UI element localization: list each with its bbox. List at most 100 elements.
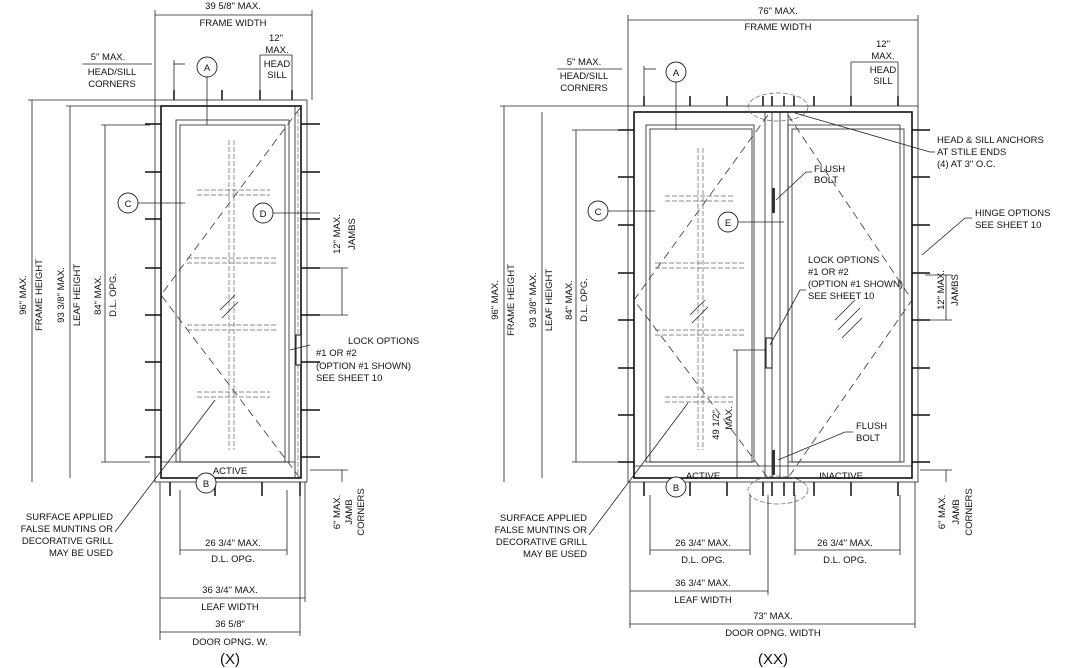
single-anchor-ticks: [145, 90, 320, 496]
dl-height-label: D.L. OPG.: [108, 273, 119, 317]
jamb-corner-label-2: CORNERS: [356, 488, 367, 536]
jamb-label: JAMBS: [347, 218, 358, 250]
frame-height-label: FRAME HEIGHT: [34, 259, 45, 331]
lock-note-4: SEE SHEET 10: [808, 291, 874, 302]
jamb-corner-dim: 6" MAX.: [937, 495, 948, 530]
head-label-1: HEAD: [264, 59, 291, 70]
lock-height-label: MAX.: [724, 406, 735, 429]
lock-hardware-icon: [765, 337, 773, 369]
frame-width-label: FRAME WIDTH: [744, 22, 811, 33]
caption-x: (X): [220, 651, 240, 668]
frame-width-dim: 76" MAX.: [758, 6, 798, 17]
double-anchor-ticks: [618, 96, 930, 496]
muntins-note-3: DECORATIVE GRILL: [22, 536, 113, 547]
door-opening-label: DOOR OPNG. WIDTH: [725, 628, 821, 639]
flush-bolt-top-1: FLUSH: [814, 164, 845, 175]
tag-a: A: [673, 68, 680, 79]
lock-note-2: #1 OR #2: [316, 348, 357, 359]
jamb-corner-label-1: JAMB: [344, 499, 355, 524]
door-opening-label: DOOR OPNG. W.: [192, 637, 267, 648]
muntins-note-1: SURFACE APPLIED: [26, 512, 113, 523]
anchors-note-1: HEAD & SILL ANCHORS: [937, 135, 1044, 146]
head-label-1: HEAD: [870, 65, 897, 76]
corner-label-1: HEAD/SILL: [560, 71, 609, 82]
double-door-swing-lines: [633, 114, 913, 479]
door-opening-dim: 36 5/8": [215, 619, 245, 630]
active-label: ACTIVE: [686, 471, 720, 482]
frame-width-label: FRAME WIDTH: [199, 18, 266, 29]
active-label: ACTIVE: [213, 466, 247, 477]
leaf-width-label: LEAF WIDTH: [201, 602, 259, 613]
muntins-note-4: MAY BE USED: [523, 549, 587, 560]
flush-bolt-bottom-icon: [772, 450, 775, 475]
muntins-note-3: DECORATIVE GRILL: [496, 537, 587, 548]
callout-b-circle: [665, 476, 687, 498]
hinge-note-1: HINGE OPTIONS: [975, 208, 1050, 219]
leaf-height-label: LEAF HEIGHT: [544, 269, 555, 331]
single-dimension-lines: [28, 10, 348, 640]
single-door-swing-lines: [160, 107, 301, 479]
tag-b: B: [203, 479, 209, 490]
head-dim-1: 12": [876, 39, 890, 50]
door-opening-dim: 73" MAX.: [753, 611, 793, 622]
tag-d: D: [260, 209, 267, 220]
muntins-note-2: FALSE MUNTINS OR: [495, 525, 588, 536]
anchors-note-3: (4) AT 3" O.C.: [937, 159, 995, 170]
head-dim-2: MAX.: [265, 45, 288, 56]
dl-width-right-dim: 26 3/4" MAX.: [817, 538, 873, 549]
hinge-note-2: SEE SHEET 10: [975, 220, 1041, 231]
frame-height-label: FRAME HEIGHT: [506, 264, 517, 336]
head-dim-1: 12": [269, 33, 283, 44]
dl-height-dim: 84" MAX.: [93, 275, 104, 315]
muntins-note-1: SURFACE APPLIED: [500, 513, 587, 524]
head-label-2: SILL: [267, 70, 287, 81]
muntins-note-2: FALSE MUNTINS OR: [21, 524, 114, 535]
tag-c: C: [595, 207, 602, 218]
inactive-label: INACTIVE: [819, 471, 863, 482]
muntins-note-4: MAY BE USED: [49, 548, 113, 559]
jamb-dim: 12" MAX.: [936, 270, 947, 310]
leaf-width-dim: 36 3/4" MAX.: [202, 585, 258, 596]
corner-label-2: CORNERS: [88, 79, 136, 90]
tag-e: E: [725, 218, 731, 229]
single-door-elevation: 39 5/8" MAX. FRAME WIDTH 5" MAX. HEAD/SI…: [18, 1, 419, 668]
lock-note-3: (OPTION #1 SHOWN): [808, 279, 903, 290]
frame-height-dim: 96" MAX.: [18, 275, 29, 315]
frame-width-dim: 39 5/8" MAX.: [205, 1, 261, 12]
leaf-width-dim: 36 3/4" MAX.: [675, 578, 731, 589]
leaf-height-dim: 93 3/8" MAX.: [528, 272, 539, 328]
tag-a: A: [204, 63, 211, 74]
lock-height-dim: 49 1/2": [711, 410, 722, 440]
dl-height-label: D.L. OPG.: [579, 278, 590, 322]
lock-note-3: (OPTION #1 SHOWN): [316, 361, 411, 372]
double-dimension-lines: [500, 15, 972, 628]
head-dim-2: MAX.: [871, 51, 894, 62]
tag-b: B: [673, 483, 679, 494]
double-door-frame: [627, 92, 919, 505]
corner-label-1: HEAD/SILL: [88, 67, 137, 78]
caption-xx: (XX): [758, 651, 788, 668]
lock-note-1: LOCK OPTIONS: [348, 336, 419, 347]
callout-d-circle: [252, 202, 274, 224]
anchors-note-2: AT STILE ENDS: [937, 147, 1006, 158]
flush-bolt-top-2: BOLT: [814, 175, 838, 186]
jamb-label: JAMBS: [950, 274, 961, 306]
jamb-dim: 12" MAX.: [332, 214, 343, 254]
dl-width-left-label: D.L. OPG.: [681, 555, 725, 566]
double-door-elevation: 76" MAX. FRAME WIDTH 5" MAX. HEAD/SILL C…: [490, 6, 1050, 668]
frame-height-dim: 96" MAX.: [490, 280, 501, 320]
dl-width-right-label: D.L. OPG.: [823, 555, 867, 566]
head-label-2: SILL: [873, 76, 893, 87]
callout-b-circle: [195, 472, 217, 494]
jamb-corner-dim: 6" MAX.: [332, 495, 343, 530]
leaf-height-label: LEAF HEIGHT: [72, 264, 83, 326]
callout-e-circle: [717, 211, 739, 233]
lock-note-2: #1 OR #2: [808, 267, 849, 278]
dl-width-label: D.L. OPG.: [211, 554, 255, 565]
leaf-width-label: LEAF WIDTH: [674, 595, 732, 606]
leaf-height-dim: 93 3/8" MAX.: [56, 267, 67, 323]
jamb-corner-label-1: JAMB: [951, 499, 962, 524]
flush-bolt-bottom-2: BOLT: [856, 433, 880, 444]
callout-a-circle: [196, 56, 218, 78]
